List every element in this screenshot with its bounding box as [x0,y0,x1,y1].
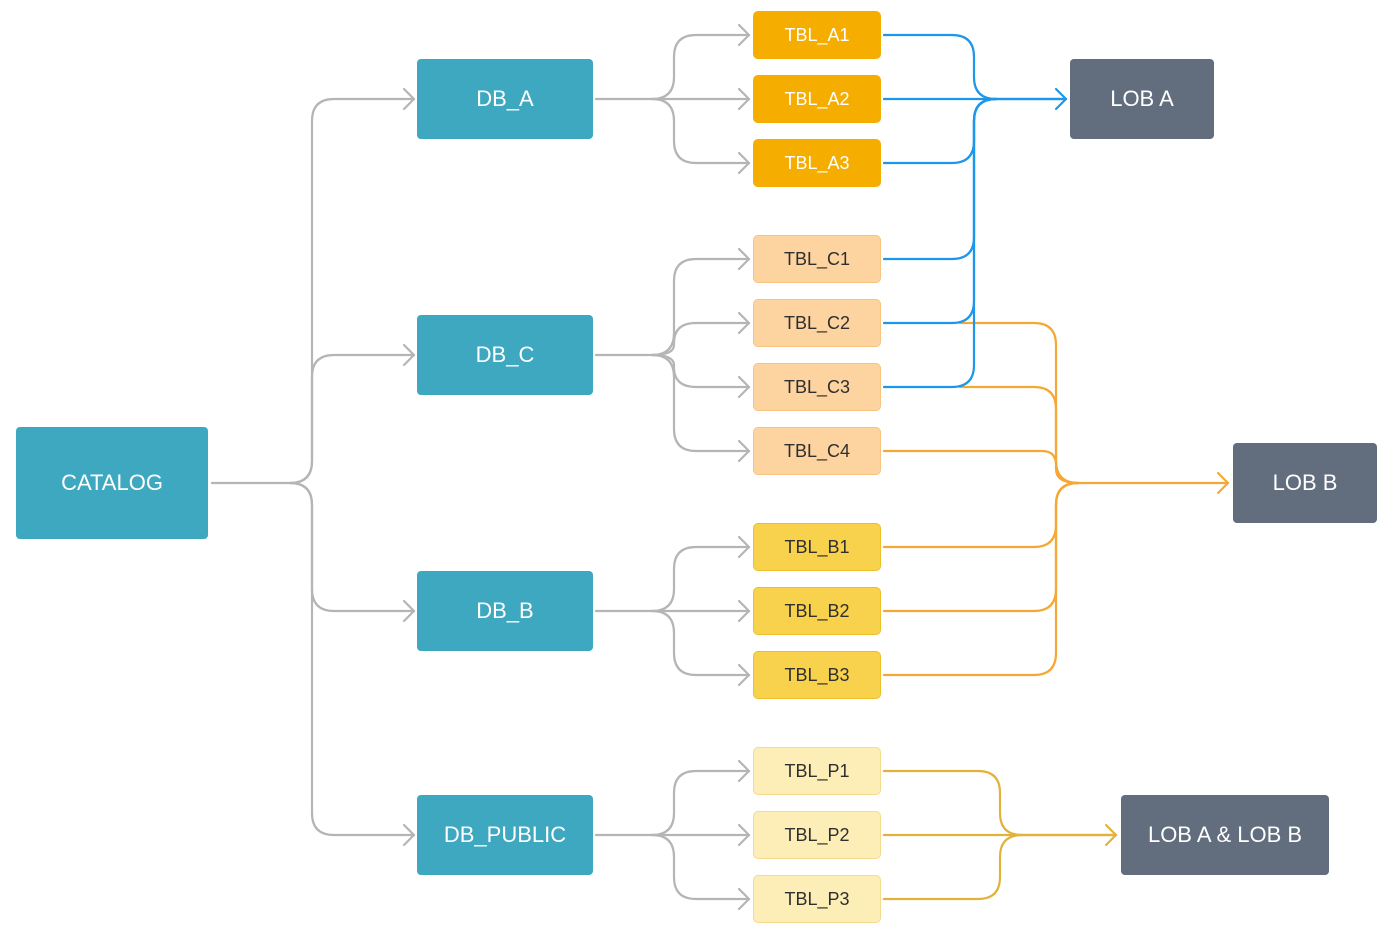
lob-ab-connectors [882,769,1118,901]
edge-db-b-b1 [594,545,751,613]
arrowhead-lob-ab [1104,823,1118,847]
db-c-node: DB_C [417,315,593,395]
edge-a3-lob-a [882,97,998,165]
table-a3-node: TBL_A3 [753,139,881,187]
arrowhead-c3 [737,375,751,399]
edge-catalog-db-c [288,353,416,485]
arrowhead-p2 [737,823,751,847]
arrowhead-b1 [737,535,751,559]
lob-ab-node: LOB A & LOB B [1121,795,1329,875]
table-p3-node: TBL_P3 [753,875,881,923]
catalog-connectors [210,87,416,847]
table-a1-node: TBL_A1 [753,11,881,59]
edge-db-public-p3 [650,833,751,901]
edge-c3-lob-a [882,97,998,389]
table-b3-node: TBL_B3 [753,651,881,699]
edge-db-public-p1 [594,769,751,837]
db-b-node: DB_B [417,571,593,651]
edge-catalog-db-public [288,481,416,837]
edge-db-c-c1 [594,257,751,357]
edge-db-a-a3 [650,97,751,165]
table-c4-node: TBL_C4 [753,427,881,475]
db-public-node: DB_PUBLIC [417,795,593,875]
arrowhead-p1 [737,759,751,783]
edge-b3-lob-b [882,481,1080,677]
arrowhead-p3 [737,887,751,911]
edge-c3-lob-b [958,385,1080,485]
table-p2-node: TBL_P2 [753,811,881,859]
arrowhead-db-a [402,87,416,111]
edge-db-c-c2 [650,321,751,357]
arrowhead-db-b [402,599,416,623]
db-a-node: DB_A [417,59,593,139]
database-connectors [594,23,751,911]
arrowhead-a2 [737,87,751,111]
arrowhead-c4 [737,439,751,463]
lob-a-node: LOB A [1070,59,1214,139]
arrowhead-db-c [402,343,416,367]
edge-b1-lob-b [882,481,1080,549]
arrowhead-db-public [402,823,416,847]
table-a2-node: TBL_A2 [753,75,881,123]
table-b2-node: TBL_B2 [753,587,881,635]
arrowhead-b3 [737,663,751,687]
arrowhead-a3 [737,151,751,175]
arrowhead-lob-b [1216,471,1230,495]
lob-a-connectors [882,33,1068,389]
edge-db-a-a1 [594,33,751,101]
edge-a1-lob-a [882,33,1068,101]
table-c3-node: TBL_C3 [753,363,881,411]
table-p1-node: TBL_P1 [753,747,881,795]
edge-p1-lob-ab [882,769,1118,837]
edge-c2-lob-a [882,97,998,325]
catalog-node: CATALOG [16,427,208,539]
edge-db-c-c4 [650,353,751,453]
edge-c2-lob-b [958,321,1230,485]
table-b1-node: TBL_B1 [753,523,881,571]
table-c1-node: TBL_C1 [753,235,881,283]
arrowhead-c2 [737,311,751,335]
arrowhead-b2 [737,599,751,623]
arrowhead-c1 [737,247,751,271]
arrowhead-a1 [737,23,751,47]
table-c2-node: TBL_C2 [753,299,881,347]
edge-db-b-b3 [650,609,751,677]
lob-b-node: LOB B [1233,443,1377,523]
edge-c1-lob-a [882,97,998,261]
lob-b-connectors [882,321,1230,677]
arrowhead-lob-a [1054,87,1068,111]
edge-p3-lob-ab [882,833,1024,901]
edge-c4-lob-b [882,449,1080,485]
edge-catalog-db-b [288,481,416,613]
